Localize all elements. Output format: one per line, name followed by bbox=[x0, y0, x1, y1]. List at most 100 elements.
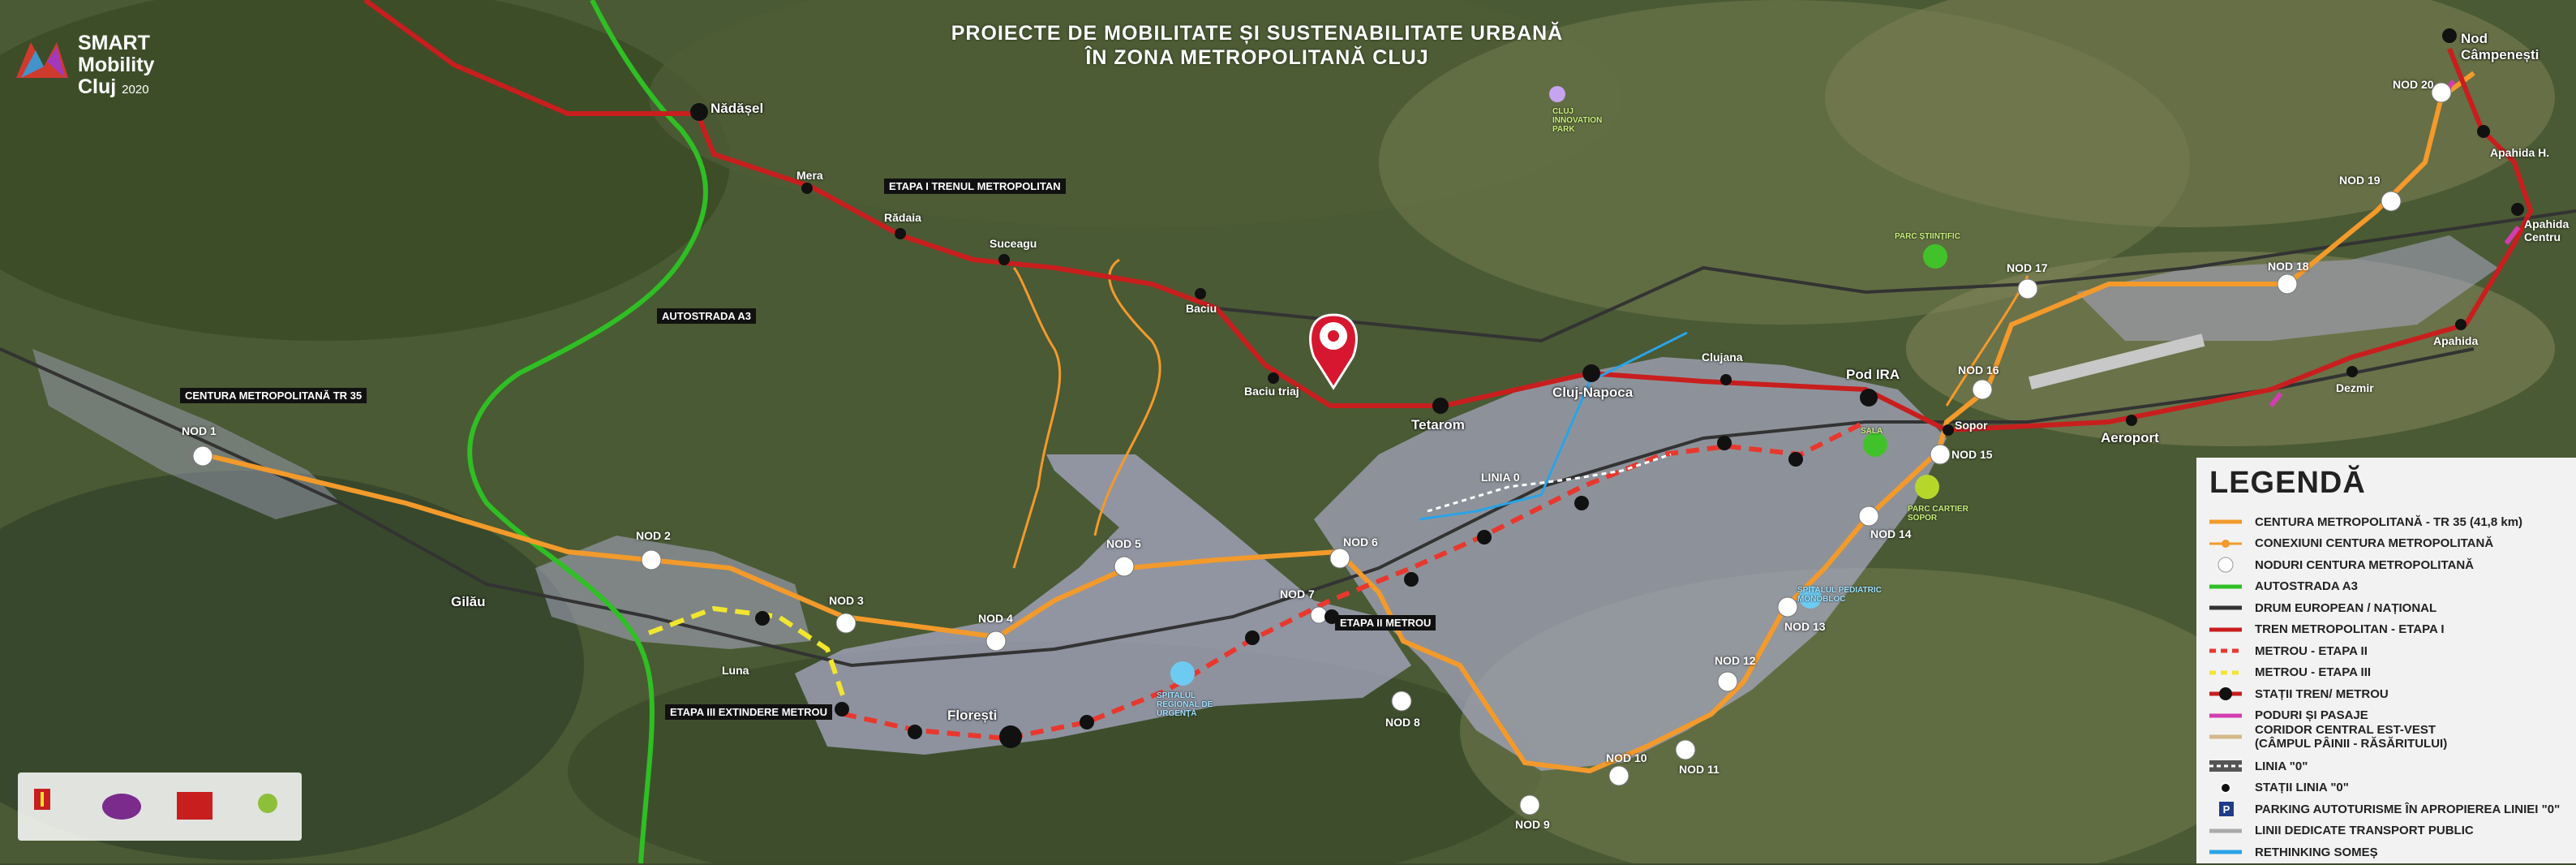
belt-connection-1 bbox=[1093, 258, 1161, 536]
station-cluj[interactable] bbox=[1582, 364, 1600, 382]
label-node-10: NOD 10 bbox=[1606, 751, 1647, 764]
legend-item: RETHINKING SOMEȘ bbox=[2209, 843, 2378, 861]
poi-innovation-park[interactable] bbox=[1549, 86, 1565, 102]
node-16[interactable] bbox=[1972, 379, 1993, 400]
logo-line2: Mobility bbox=[78, 54, 155, 76]
node-7[interactable] bbox=[1310, 606, 1328, 624]
label-node-12: NOD 12 bbox=[1715, 654, 1756, 667]
urban-area-floresti bbox=[795, 454, 1411, 755]
node-6[interactable] bbox=[1329, 548, 1350, 569]
location-pin[interactable] bbox=[1309, 313, 1358, 390]
station-apahida-centru[interactable] bbox=[2511, 203, 2524, 216]
station-metro-k[interactable] bbox=[835, 702, 849, 717]
node-18[interactable] bbox=[2277, 273, 2298, 295]
place-mera: Mera bbox=[796, 169, 823, 182]
place-gilau: Gilău bbox=[451, 594, 486, 609]
node-9[interactable] bbox=[1519, 794, 1540, 816]
node-11[interactable] bbox=[1675, 739, 1696, 760]
legend-item: METROU - ETAPA III bbox=[2209, 664, 2371, 682]
legend-label: CENTURA METROPOLITANĂ - TR 35 (41,8 km) bbox=[2255, 514, 2523, 529]
legend-item: DRUM EUROPEAN / NAȚIONAL bbox=[2209, 599, 2436, 617]
place-luna: Luna bbox=[722, 664, 749, 677]
station-pod-ira[interactable] bbox=[1860, 389, 1878, 407]
station-metro-b[interactable] bbox=[1080, 715, 1094, 729]
label-node-14: NOD 14 bbox=[1870, 527, 1912, 540]
partner-logos bbox=[18, 772, 302, 841]
station-mera[interactable] bbox=[801, 183, 813, 194]
poi-green-2[interactable] bbox=[1863, 432, 1887, 457]
label-node-11: NOD 11 bbox=[1679, 763, 1719, 776]
station-dezmir[interactable] bbox=[2346, 366, 2358, 377]
station-apahida[interactable] bbox=[2455, 319, 2467, 330]
station-metro-g[interactable] bbox=[1574, 496, 1589, 510]
station-metro-c[interactable] bbox=[1245, 630, 1260, 645]
station-apahida-h[interactable] bbox=[2477, 125, 2490, 138]
legend-label: AUTOSTRADA A3 bbox=[2255, 579, 2358, 593]
station-metro-j[interactable] bbox=[755, 611, 770, 626]
station-baciu[interactable] bbox=[1195, 288, 1206, 299]
node-12[interactable] bbox=[1717, 671, 1738, 692]
station-sopor[interactable] bbox=[1943, 424, 1954, 436]
node-17[interactable] bbox=[2017, 278, 2038, 299]
place-apahida-centru: Apahida Centru bbox=[2524, 217, 2570, 243]
legend-item: METROU - ETAPA II bbox=[2209, 642, 2368, 660]
poi-hospital-regional[interactable] bbox=[1170, 661, 1195, 686]
node-15[interactable] bbox=[1930, 444, 1951, 465]
urban-area-gilau bbox=[535, 536, 811, 649]
poi-hospital-pediatric[interactable] bbox=[1799, 586, 1822, 609]
legend-item: LINII DEDICATE TRANSPORT PUBLIC bbox=[2209, 822, 2474, 840]
station-radaia[interactable] bbox=[895, 228, 906, 239]
label-node-3: NOD 3 bbox=[829, 594, 864, 607]
place-sopor: Sopor bbox=[1955, 419, 1988, 432]
node-4[interactable] bbox=[985, 630, 1007, 652]
legend-item: AUTOSTRADA A3 bbox=[2209, 578, 2358, 596]
legend-item: CENTURA METROPOLITANĂ - TR 35 (41,8 km) bbox=[2209, 513, 2522, 531]
label-node-8: NOD 8 bbox=[1385, 716, 1420, 729]
rethinking-somes bbox=[1419, 331, 1688, 521]
poi-label-regional: SPITALUL REGIONAL DE URGENȚĂ bbox=[1157, 691, 1213, 718]
node-19[interactable] bbox=[2381, 191, 2402, 212]
node-10[interactable] bbox=[1608, 765, 1629, 786]
node-3[interactable] bbox=[835, 613, 857, 634]
station-metro-a[interactable] bbox=[908, 725, 922, 739]
tag-tr35: CENTURA METROPOLITANĂ TR 35 bbox=[180, 388, 367, 403]
station-metro-e[interactable] bbox=[1404, 572, 1419, 587]
station-metro-h[interactable] bbox=[1717, 436, 1732, 450]
node-20[interactable] bbox=[2431, 82, 2452, 103]
station-aeroport[interactable] bbox=[2126, 415, 2137, 426]
station-clujana[interactable] bbox=[1720, 374, 1732, 385]
poi-sopor-park[interactable] bbox=[1915, 475, 1939, 499]
poi-green-1[interactable] bbox=[1923, 244, 1947, 269]
linia-0 bbox=[1427, 453, 1672, 513]
station-metro-f[interactable] bbox=[1477, 530, 1492, 544]
station-metro-i[interactable] bbox=[1788, 452, 1803, 467]
node-2[interactable] bbox=[641, 549, 662, 570]
legend-item: TREN METROPOLITAN - ETAPA I bbox=[2209, 621, 2445, 639]
station-baciu-triaj[interactable] bbox=[1268, 372, 1279, 384]
place-dezmir: Dezmir bbox=[2336, 381, 2374, 394]
node-14[interactable] bbox=[1858, 506, 1879, 527]
svg-text:P: P bbox=[2223, 803, 2230, 816]
station-campenesti[interactable] bbox=[2442, 28, 2457, 43]
metro-etapa3 bbox=[647, 605, 846, 699]
station-nadasel[interactable] bbox=[690, 103, 708, 121]
station-suceagu[interactable] bbox=[998, 254, 1010, 265]
legend-symbol-red-dash bbox=[2209, 642, 2242, 660]
logo-year: 2020 bbox=[122, 83, 149, 97]
poi-label-sopor: PARC CARTIER SOPOR bbox=[1908, 505, 1968, 523]
place-apahida: Apahida bbox=[2433, 334, 2479, 347]
station-tetarom[interactable] bbox=[1432, 398, 1449, 414]
node-1[interactable] bbox=[192, 445, 213, 467]
legend-symbol-green-line bbox=[2209, 578, 2242, 596]
place-aeroport: Aeroport bbox=[2101, 430, 2159, 445]
node-8[interactable] bbox=[1391, 691, 1412, 712]
poi-label-pediatric: SPITALUL PEDIATRIC MONOBLOC bbox=[1797, 586, 1882, 604]
node-13[interactable] bbox=[1777, 596, 1798, 618]
title-line2: ÎN ZONA METROPOLITANĂ CLUJ bbox=[1085, 46, 1429, 69]
node-5[interactable] bbox=[1114, 556, 1135, 577]
station-floresti[interactable] bbox=[999, 725, 1022, 748]
legend-symbol-tan-line bbox=[2209, 728, 2242, 746]
legend-symbol-white-node bbox=[2209, 556, 2242, 574]
label-node-6: NOD 6 bbox=[1343, 536, 1378, 549]
